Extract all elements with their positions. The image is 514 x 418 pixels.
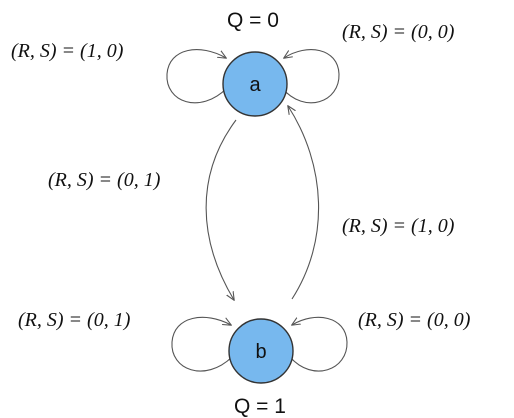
self-loop-b-right [289, 316, 348, 372]
state-a-circle [222, 51, 288, 117]
label-a-to-b: (R, S) = (0, 1) [48, 169, 161, 191]
self-loop-a-left [166, 49, 227, 104]
self-loop-a-right [281, 49, 340, 104]
state-a-output: Q = 0 [227, 9, 279, 32]
state-a-label: a [249, 74, 261, 96]
label-b-self-left: (R, S) = (0, 1) [18, 309, 131, 331]
label-a-self-right: (R, S) = (0, 0) [342, 21, 455, 43]
edge-b-to-a [288, 106, 320, 300]
state-b-label: b [255, 341, 266, 363]
state-b-output: Q = 1 [234, 395, 286, 418]
label-b-to-a: (R, S) = (1, 0) [342, 215, 455, 237]
state-b-circle [228, 318, 294, 384]
edge-a-to-b [205, 119, 237, 300]
label-a-self-left: (R, S) = (1, 0) [11, 40, 124, 62]
label-b-self-right: (R, S) = (0, 0) [358, 309, 471, 331]
self-loop-b-left [171, 316, 232, 372]
